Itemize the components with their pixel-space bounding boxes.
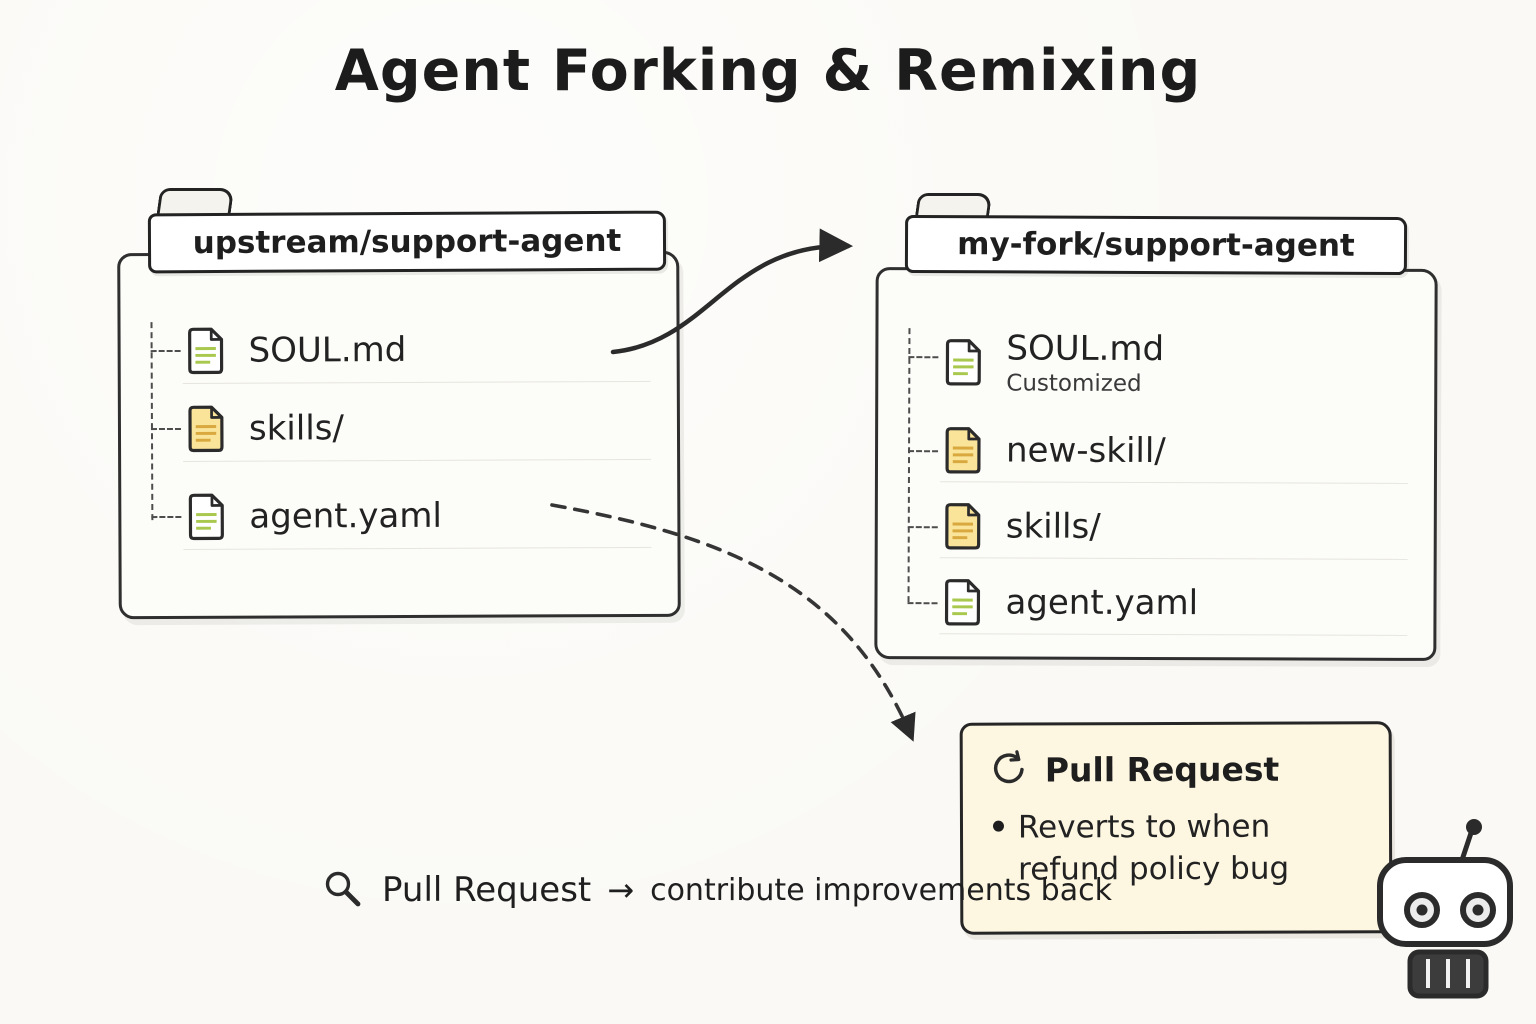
file-name: skills/ [248, 407, 344, 449]
file-name: agent.yaml [249, 495, 442, 537]
file-row: SOUL.md [182, 315, 651, 384]
tree-connector [907, 328, 911, 603]
file-row: agent.yaml [183, 481, 652, 550]
file-subtitle: Customized [1006, 370, 1142, 397]
upstream-folder-label: upstream/support-agent [192, 222, 622, 262]
file-name: new-skill/ [1005, 429, 1166, 471]
file-row: new-skill/ [939, 418, 1409, 484]
file-icon [183, 325, 229, 375]
file-icon [183, 491, 229, 541]
pull-request-box: Pull Request Reverts to when refund poli… [959, 721, 1393, 935]
diagram-title: Agent Forking & Remixing [334, 38, 1202, 104]
caption-lead: Pull Request [382, 870, 592, 910]
file-name: SOUL.md [1006, 328, 1165, 370]
caption-arrow: → [607, 871, 635, 909]
file-row: skills/ [939, 494, 1408, 560]
fork-folder-panel: SOUL.md Customized new-skill/ skills/ ag… [874, 267, 1438, 661]
tree-stub [151, 515, 182, 519]
caption-text: contribute improvements back [650, 872, 1112, 908]
tree-stub [907, 602, 938, 605]
folder-icon [940, 425, 986, 475]
tree-stub [908, 450, 939, 453]
file-name: agent.yaml [1005, 581, 1199, 623]
upstream-folder-panel: SOUL.md skills/ agent.yaml [117, 250, 681, 620]
robot-mascot-icon [1364, 816, 1524, 1024]
folder-icon [183, 403, 229, 453]
file-icon [939, 577, 985, 627]
file-row: SOUL.md Customized [940, 314, 1408, 412]
magnifier-icon [322, 868, 366, 912]
fork-folder-header: my-fork/support-agent [904, 214, 1408, 276]
upstream-folder-header: upstream/support-agent [147, 210, 667, 274]
tree-stub [908, 356, 939, 359]
bullet-dot [992, 820, 1005, 832]
file-name: SOUL.md [248, 329, 407, 371]
sync-icon [989, 750, 1029, 790]
tree-stub [150, 349, 181, 353]
pull-request-title: Pull Request [1044, 749, 1280, 789]
tree-stub [907, 526, 938, 529]
file-row: agent.yaml [939, 570, 1408, 636]
file-name: skills/ [1005, 505, 1101, 547]
fork-folder-label: my-fork/support-agent [957, 226, 1355, 264]
tree-stub [150, 427, 181, 431]
file-icon [940, 337, 986, 387]
bottom-caption: Pull Request → contribute improvements b… [322, 868, 1112, 912]
folder-icon [940, 501, 986, 551]
file-row: skills/ [182, 393, 652, 462]
